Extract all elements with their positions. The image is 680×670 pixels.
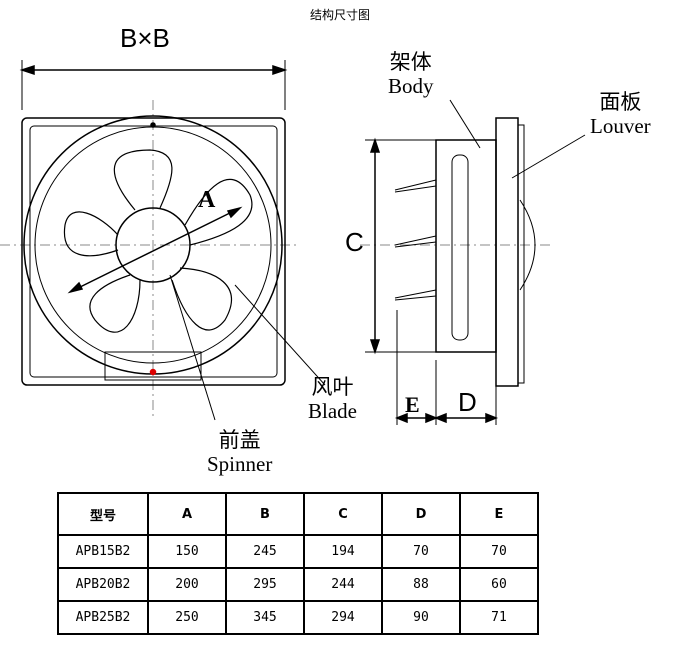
- fan-drawing: [0, 60, 586, 425]
- cell: 345: [225, 600, 305, 635]
- label-body: 架体 Body: [388, 50, 434, 98]
- table-row: APB25B2 250 345 294 90 71: [57, 600, 539, 635]
- blade: [63, 211, 119, 257]
- louver-en: Louver: [590, 114, 651, 138]
- dimension-table: 型号 A B C D E APB15B2 150 245 194 70 70 A…: [57, 492, 539, 635]
- cell: 295: [225, 567, 305, 602]
- dimension-bxb: [19, 60, 288, 110]
- cell: 88: [381, 567, 461, 602]
- blade-en: Blade: [308, 399, 357, 423]
- cell: 250: [147, 600, 227, 635]
- label-bxb: B×B: [120, 23, 170, 53]
- header-cell: 型号: [57, 492, 149, 536]
- cell: 71: [459, 600, 539, 635]
- label-e: E: [405, 392, 420, 417]
- label-blade: 风叶 Blade: [308, 375, 357, 423]
- body-cn: 架体: [389, 50, 432, 74]
- cell: 60: [459, 567, 539, 602]
- header-cell: A: [147, 492, 227, 536]
- side-view: [365, 117, 536, 425]
- table-header-row: 型号 A B C D E: [57, 492, 539, 536]
- cell: 245: [225, 534, 305, 569]
- diagram-title: 结构尺寸图: [309, 8, 370, 22]
- cell: 70: [459, 534, 539, 569]
- spinner-cn: 前盖: [218, 428, 261, 452]
- blade-cn: 风叶: [311, 375, 354, 399]
- indicator-dot: [149, 368, 157, 376]
- cell: 294: [303, 600, 383, 635]
- louver-cn: 面板: [599, 90, 642, 114]
- blade: [171, 267, 232, 331]
- label-louver: 面板 Louver: [590, 90, 651, 138]
- leader-lines: [169, 99, 586, 421]
- cell: APB25B2: [57, 600, 149, 635]
- blade: [89, 274, 141, 333]
- cell: 150: [147, 534, 227, 569]
- spinner-en: Spinner: [207, 452, 273, 476]
- label-spinner: 前盖 Spinner: [207, 428, 272, 476]
- front-view: [21, 115, 286, 386]
- blade: [113, 149, 173, 211]
- cell: APB20B2: [57, 567, 149, 602]
- blade: [184, 179, 253, 246]
- header-cell: E: [459, 492, 539, 536]
- cell: 70: [381, 534, 461, 569]
- cell: 200: [147, 567, 227, 602]
- header-cell: C: [303, 492, 383, 536]
- label-d: D: [458, 387, 477, 417]
- centerlines: [0, 100, 550, 420]
- header-cell: D: [381, 492, 461, 536]
- cell: 244: [303, 567, 383, 602]
- body-en: Body: [388, 74, 434, 98]
- cell: APB15B2: [57, 534, 149, 569]
- cell: 90: [381, 600, 461, 635]
- cell: 194: [303, 534, 383, 569]
- table-row: APB20B2 200 295 244 88 60: [57, 567, 539, 602]
- label-a: A: [198, 187, 216, 213]
- table-row: APB15B2 150 245 194 70 70: [57, 534, 539, 569]
- header-cell: B: [225, 492, 305, 536]
- label-c: C: [345, 227, 364, 257]
